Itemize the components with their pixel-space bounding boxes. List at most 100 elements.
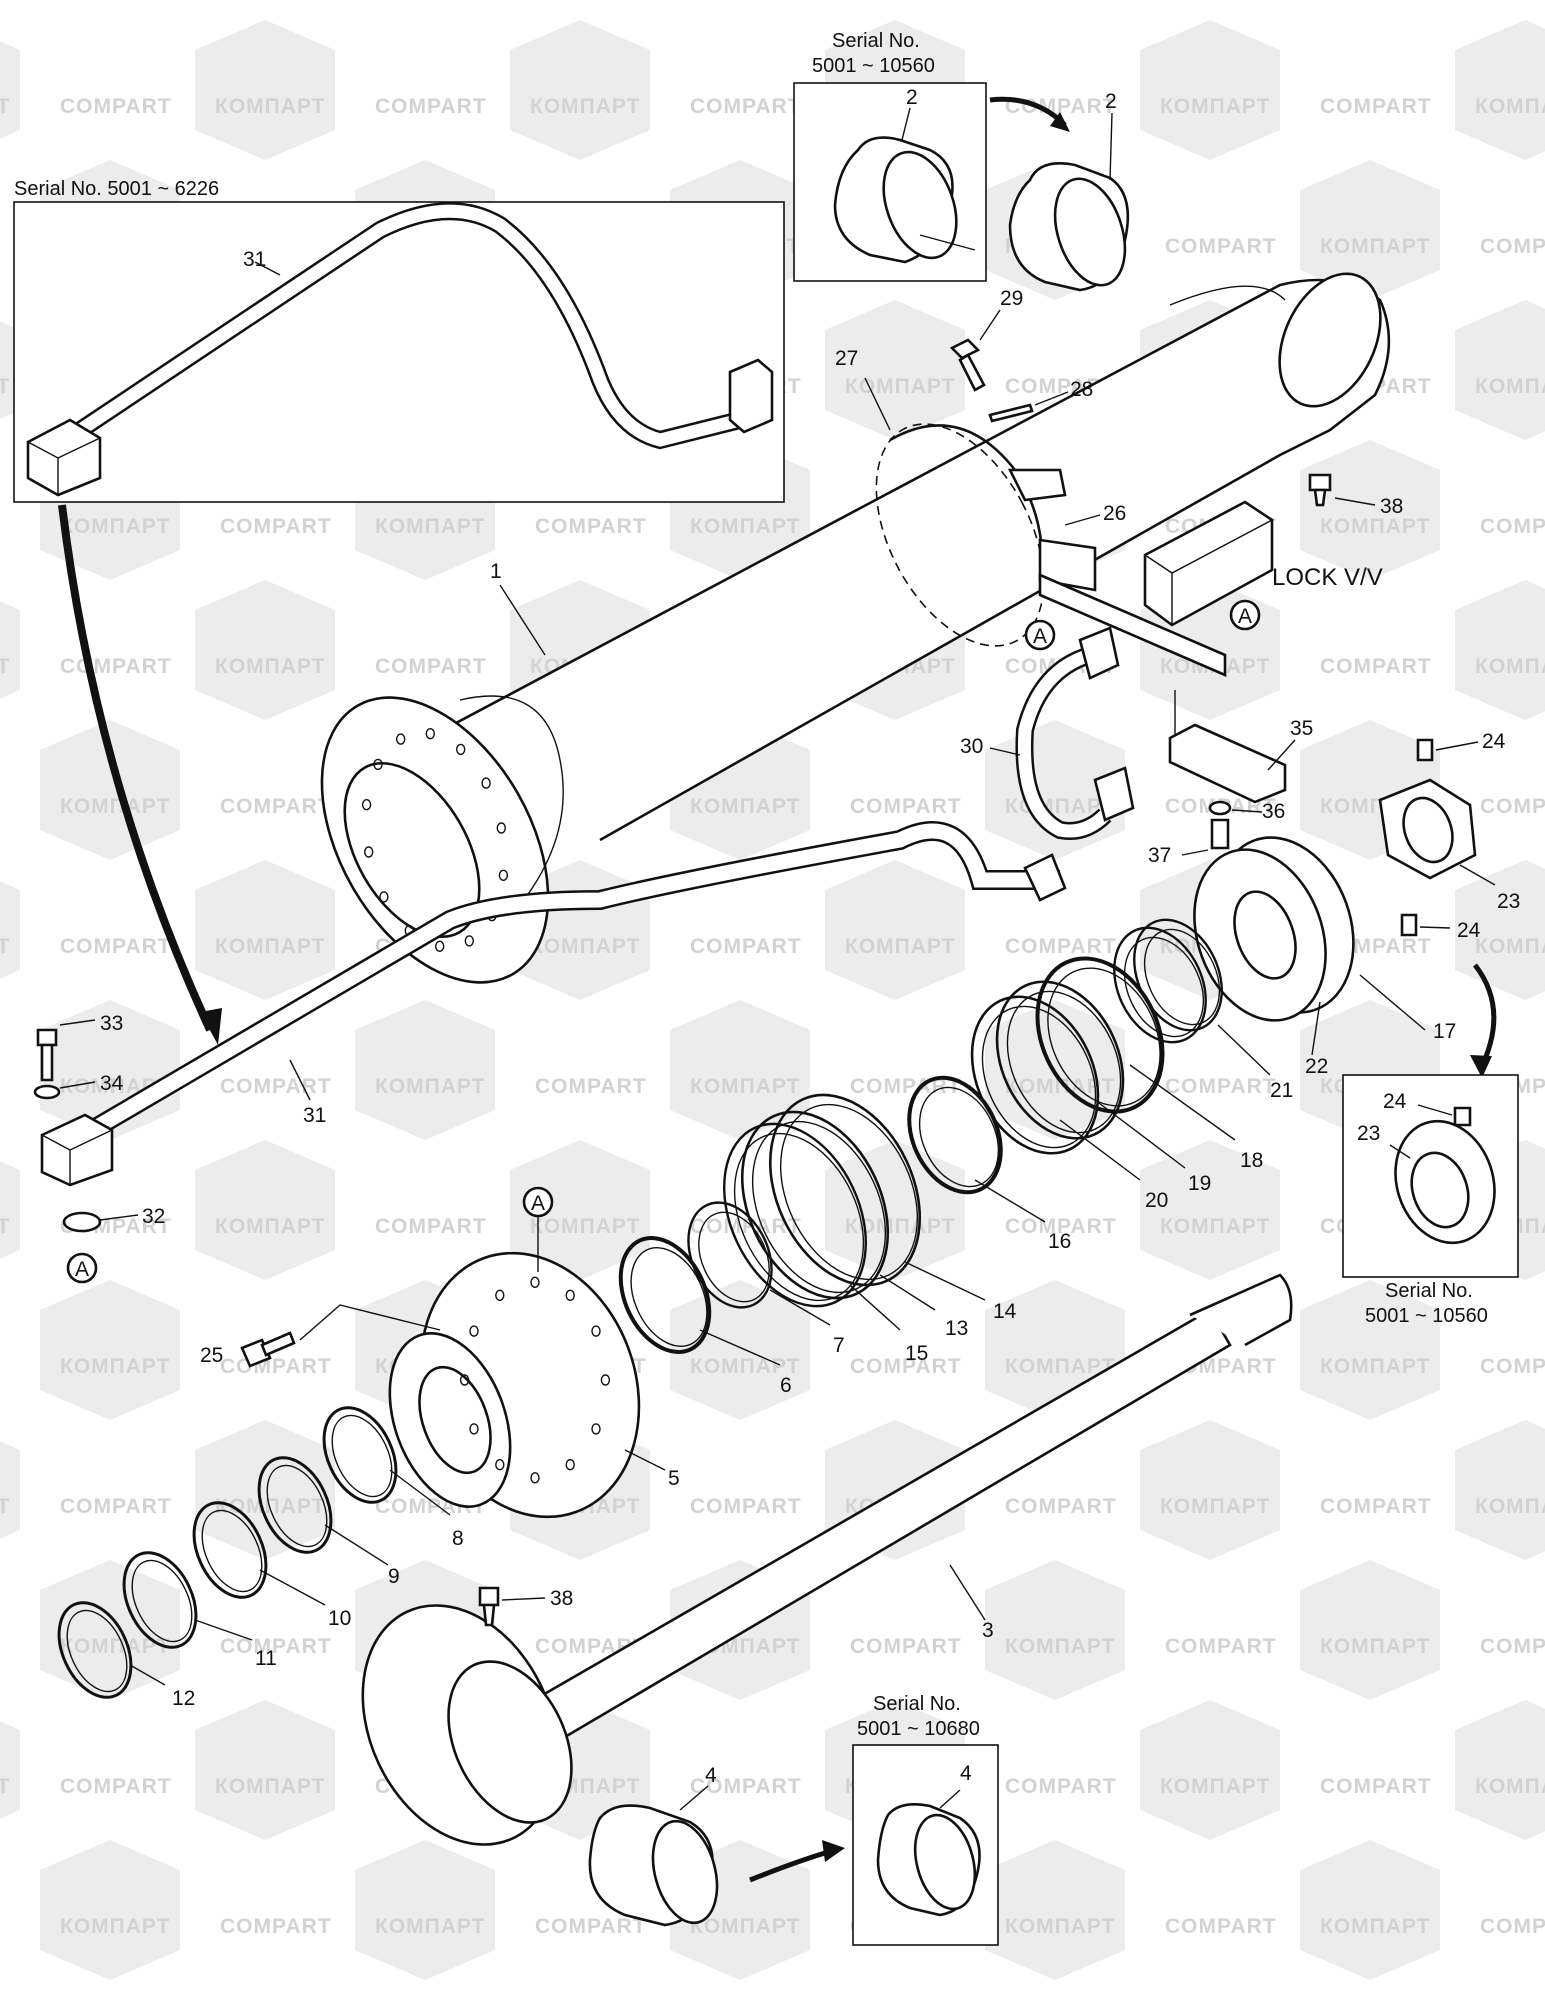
- watermark-hexagon: [40, 1280, 180, 1420]
- watermark-text-cyrillic: КОМПАРТ: [1320, 235, 1430, 258]
- watermark-text-cyrillic: КОМПАРТ: [690, 515, 800, 538]
- nut-23: 23 24 24: [1378, 730, 1520, 942]
- marker-a-rod-head-text: A: [531, 1192, 545, 1215]
- label-38-top: 38: [1380, 495, 1403, 518]
- watermark-hexagon: [670, 1000, 810, 1140]
- leader-21: [1217, 1024, 1271, 1076]
- watermark-text-cyrillic: КОМПАРТ: [0, 1495, 10, 1518]
- watermark-hexagon: [1140, 20, 1280, 160]
- bolt-29-head: [949, 338, 981, 360]
- leader-4: [679, 1785, 709, 1811]
- watermark-text-cyrillic: КОМПАРТ: [0, 935, 10, 958]
- ring-14: [768, 1093, 922, 1287]
- bolt-33-shank: [40, 1043, 54, 1082]
- label-19: 19: [1188, 1172, 1211, 1195]
- watermark-text-latin: COMPART: [850, 1355, 962, 1378]
- label-18: 18: [1240, 1149, 1263, 1172]
- ring-13: [740, 1110, 890, 1300]
- tube-1-body: [329, 278, 1391, 842]
- watermark-text-latin: COMPART: [1005, 1775, 1117, 1798]
- pipe-31-block-edges: [41, 1129, 113, 1185]
- label-10: 10: [328, 1607, 351, 1630]
- pipe-31: 31: [40, 821, 1067, 1187]
- leader-22: [1311, 1001, 1321, 1056]
- watermark-hexagon: [0, 1161, 20, 1259]
- pipe-31-inset-fill: [54, 204, 742, 451]
- inset-nut: 24 23 Serial No. 5001 ~ 10560: [1342, 1074, 1519, 1327]
- bolt-37: [1210, 818, 1230, 850]
- clamp-band-hidden: [875, 423, 1045, 647]
- watermark-hexagon: [670, 1280, 810, 1420]
- bushing-2: 2: [1008, 90, 1130, 292]
- label-23-inset: 23: [1357, 1122, 1380, 1145]
- flange-bolt-hole: [396, 733, 406, 745]
- leader-6: [699, 1329, 781, 1366]
- leader-23: [1459, 864, 1496, 886]
- marker-a-pipe-30: [1024, 619, 1056, 651]
- label-20: 20: [1145, 1189, 1168, 1212]
- flange-bolt-hole: [496, 822, 506, 834]
- inset-bushing-top-caption-2: 5001 ~ 10560: [812, 55, 935, 77]
- rod-head-bolt-hole: [469, 1325, 479, 1337]
- fasteners-block: 33 34 32 A: [33, 1012, 165, 1284]
- watermark-text-cyrillic: КОМПАРТ: [1320, 1355, 1430, 1378]
- lock-valve-label: LOCK V/V: [1272, 564, 1383, 591]
- watermark-text-latin: COMPART: [1005, 1215, 1117, 1238]
- rod-head-bolt-hole: [591, 1423, 601, 1435]
- ring-10: [192, 1501, 268, 1599]
- watermark-text-latin: COMPART: [1165, 1635, 1277, 1658]
- watermark-hexagon: [825, 860, 965, 1000]
- watermark-hexagon: [355, 1000, 495, 1140]
- watermark-hexagon: [195, 580, 335, 720]
- watermark-text-latin: COMPART: [60, 1775, 172, 1798]
- rod-3-eye-bore: [447, 1660, 573, 1824]
- watermark-hexagon: [1455, 20, 1545, 160]
- bracket-35-body: [1168, 723, 1287, 804]
- flange-bolt-hole: [498, 869, 509, 881]
- watermark-hexagon: [985, 1840, 1125, 1980]
- watermark-text-cyrillic: КОМПАРТ: [60, 1915, 170, 1938]
- label-24-inset: 24: [1383, 1090, 1407, 1113]
- ring-labels: 22 21 18 19 20 16 14 13 15 7 6 8 9 10 11…: [129, 1001, 1328, 1710]
- marker-a-lock-valve: [1229, 599, 1261, 631]
- label-13: 13: [945, 1317, 968, 1340]
- watermark-text-cyrillic: КОМПАРТ: [0, 95, 10, 118]
- watermark-text-cyrillic: КОМПАРТ: [215, 95, 325, 118]
- inset-bushing-top-caption-1: Serial No.: [832, 30, 920, 52]
- watermark-text-cyrillic: КОМПАРТ: [215, 1775, 325, 1798]
- bolt-29-shank: [958, 353, 986, 392]
- arrow-bushing-bottom-head: [822, 1840, 845, 1862]
- watermark-hexagon: [1300, 1280, 1440, 1420]
- inset-bushing-top: Serial No. 5001 ~ 10560 2: [793, 30, 987, 282]
- watermark-hexagon: [355, 1840, 495, 1980]
- bolt-33-head: [36, 1028, 58, 1047]
- rod-head-5: 5 A: [388, 1186, 680, 1519]
- watermark-hexagon: [1300, 160, 1440, 300]
- piston-rod-3: 3: [361, 1273, 1293, 1846]
- bushing-2-face: [1053, 177, 1127, 287]
- watermark-text-cyrillic: КОМПАРТ: [1005, 1635, 1115, 1658]
- rod-head-bolt-hole: [600, 1374, 611, 1386]
- lock-valve-body: [1143, 500, 1274, 627]
- watermark-text-latin: COMPART: [1480, 1635, 1545, 1658]
- label-11: 11: [255, 1647, 277, 1670]
- ring-12-inner: [66, 1609, 128, 1693]
- leader-18: [1129, 1064, 1236, 1141]
- watermark-hexagon: [0, 881, 20, 979]
- leader-33: [59, 1019, 96, 1026]
- watermark-text-cyrillic: КОМПАРТ: [0, 1215, 10, 1238]
- flange-bolt-hole: [481, 777, 491, 789]
- fitting-38-top-nut: [1308, 473, 1332, 492]
- watermark-text-cyrillic: КОМПАРТ: [1005, 1075, 1115, 1098]
- inset-nut-caption-1: Serial No.: [1385, 1280, 1473, 1302]
- watermark-text-cyrillic: КОМПАРТ: [845, 1215, 955, 1238]
- watermark-text-cyrillic: КОМПАРТ: [215, 655, 325, 678]
- watermark-hexagon: [0, 1441, 20, 1539]
- watermark-text-cyrillic: КОМПАРТ: [845, 935, 955, 958]
- watermark-text-latin: COMPART: [1005, 935, 1117, 958]
- watermark-text-latin: COMPART: [690, 1775, 802, 1798]
- watermark-text-latin: COMPART: [535, 515, 647, 538]
- watermark-text-latin: COMPART: [1005, 1495, 1117, 1518]
- flange-bolt-hole: [361, 799, 372, 811]
- watermark-hexagon: [195, 20, 335, 160]
